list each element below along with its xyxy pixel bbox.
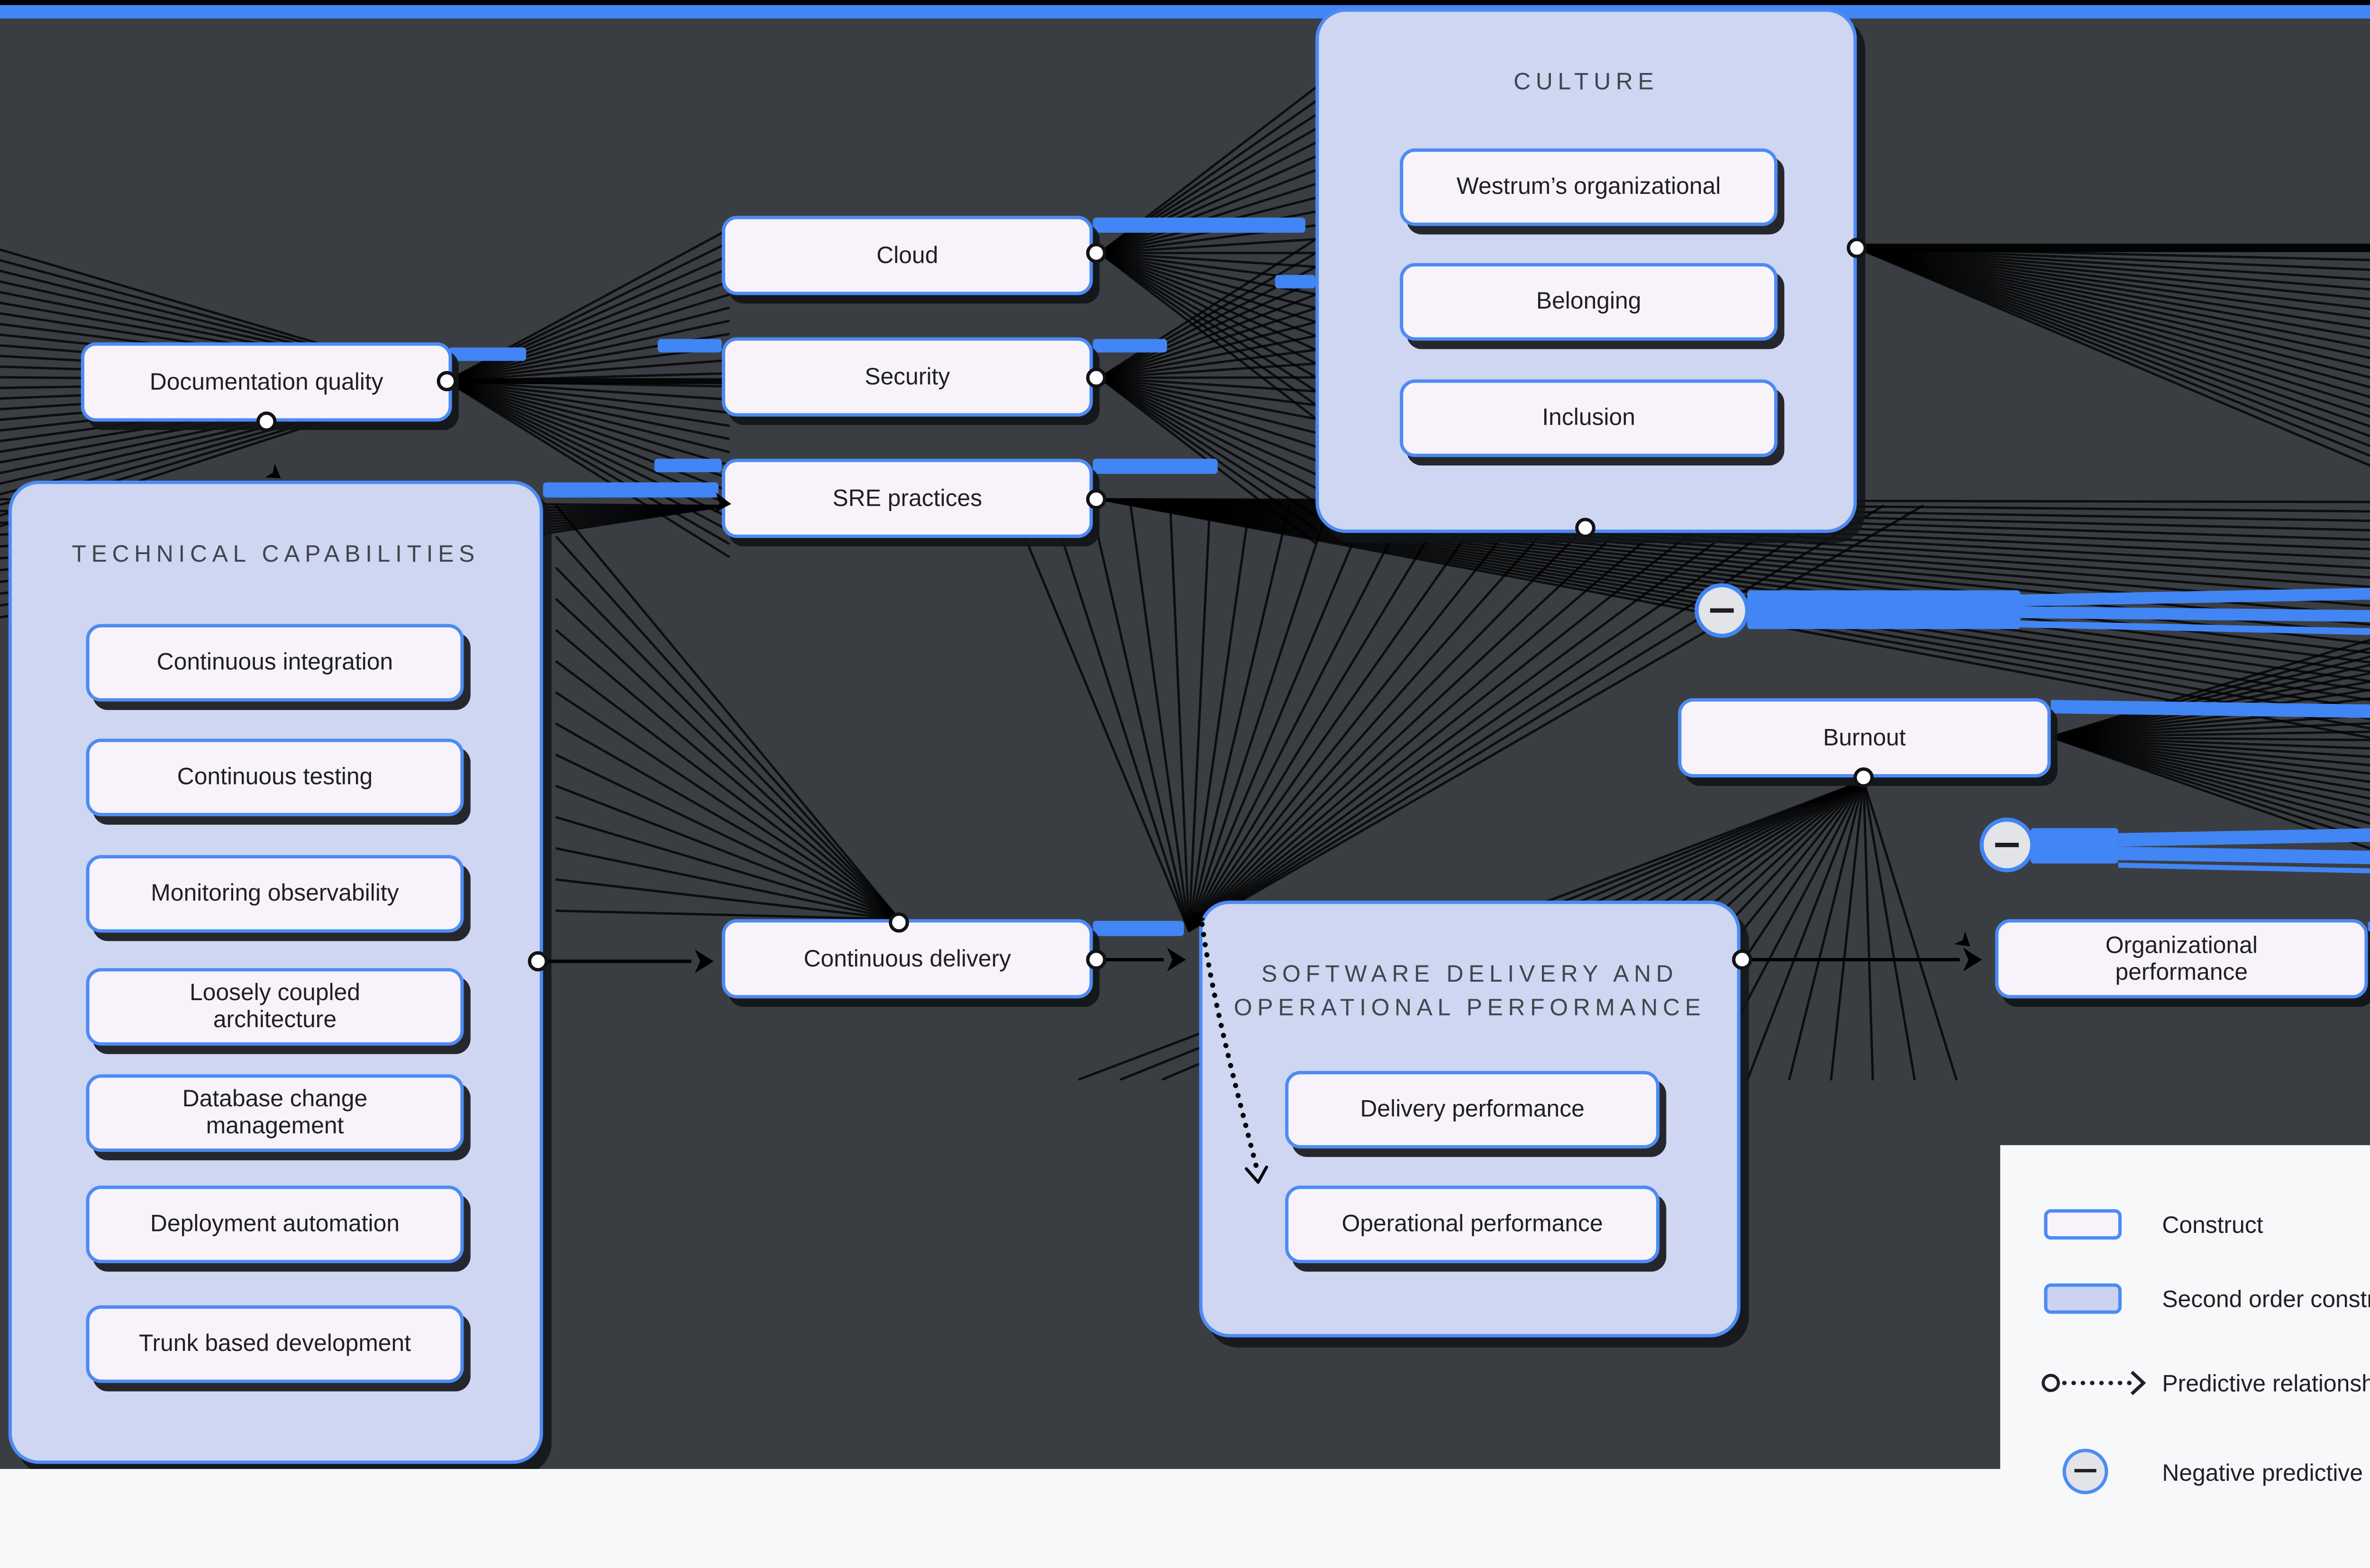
bottom-margin-strip bbox=[0, 1469, 2370, 1568]
item-trunk-based-development[interactable]: Trunk based development bbox=[86, 1305, 464, 1383]
node-label: Security bbox=[865, 362, 950, 389]
legend-row-second-order-construct: Second order construct bbox=[2000, 1276, 2370, 1321]
node-burnout[interactable]: Burnout bbox=[1678, 698, 2051, 778]
item-loosely-coupled-architecture[interactable]: Loosely coupled architecture bbox=[86, 968, 464, 1046]
node-documentation-quality[interactable]: Documentation quality bbox=[81, 342, 452, 422]
second-order-construct-swatch-icon bbox=[2044, 1283, 2122, 1314]
node-label: Burnout bbox=[1823, 723, 1906, 750]
legend-row-predictive: Predictive relationship bbox=[2000, 1361, 2370, 1405]
group-title: CULTURE bbox=[1513, 67, 1659, 95]
node-security[interactable]: Security bbox=[721, 337, 1093, 417]
group-culture: CULTURE Westrum’s organizational Belongi… bbox=[1315, 8, 1857, 533]
node-organizational-performance[interactable]: Organizational performance bbox=[1995, 919, 2368, 999]
group-title: SOFTWARE DELIVERY AND OPERATIONAL PERFOR… bbox=[1234, 959, 1706, 1020]
node-label: SRE practices bbox=[832, 483, 982, 511]
node-label: Documentation quality bbox=[149, 367, 383, 394]
item-delivery-performance[interactable]: Delivery performance bbox=[1285, 1071, 1660, 1149]
node-label: Continuous delivery bbox=[803, 944, 1011, 971]
legend-label: Second order construct bbox=[2162, 1285, 2370, 1313]
node-label: Organizational performance bbox=[2105, 930, 2258, 985]
item-monitoring-observability[interactable]: Monitoring observability bbox=[86, 855, 464, 933]
item-continuous-integration[interactable]: Continuous integration bbox=[86, 624, 464, 702]
predictive-arrow-icon bbox=[2042, 1370, 2146, 1395]
group-title: TECHNICAL CAPABILITIES bbox=[72, 539, 480, 567]
legend-row-construct: Construct bbox=[2000, 1203, 2370, 1247]
node-cloud[interactable]: Cloud bbox=[721, 216, 1093, 295]
legend-label: Construct bbox=[2162, 1211, 2263, 1238]
item-operational-performance[interactable]: Operational performance bbox=[1285, 1185, 1660, 1263]
legend-label: Negative predictive relationship bbox=[2162, 1459, 2370, 1486]
item-westrums-organizational[interactable]: Westrum’s organizational bbox=[1400, 148, 1778, 226]
group-sdo-performance: SOFTWARE DELIVERY AND OPERATIONAL PERFOR… bbox=[1199, 900, 1741, 1338]
item-belonging[interactable]: Belonging bbox=[1400, 263, 1778, 341]
negative-predictive-icon bbox=[2062, 1449, 2108, 1495]
group-technical-capabilities: TECHNICAL CAPABILITIES Continuous integr… bbox=[8, 481, 543, 1464]
item-database-change-management[interactable]: Database change management bbox=[86, 1074, 464, 1152]
item-deployment-automation[interactable]: Deployment automation bbox=[86, 1185, 464, 1263]
legend: Construct Second order construct Predict… bbox=[2000, 1145, 2370, 1568]
item-continuous-testing[interactable]: Continuous testing bbox=[86, 738, 464, 817]
item-inclusion[interactable]: Inclusion bbox=[1400, 379, 1778, 457]
node-continuous-delivery[interactable]: Continuous delivery bbox=[721, 919, 1093, 999]
node-label: Cloud bbox=[876, 240, 939, 268]
legend-label: Predictive relationship bbox=[2162, 1369, 2370, 1397]
construct-swatch-icon bbox=[2044, 1209, 2122, 1240]
legend-row-negative-predictive: Negative predictive relationship bbox=[2000, 1449, 2370, 1495]
node-sre-practices[interactable]: SRE practices bbox=[721, 458, 1093, 538]
